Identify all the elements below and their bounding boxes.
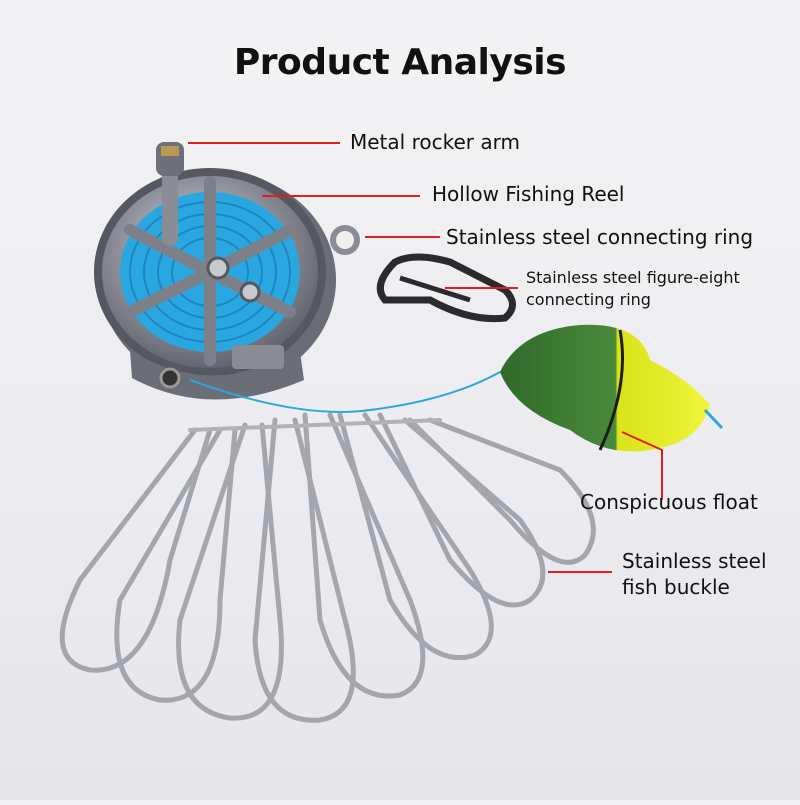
label-metal-rocker-arm: Metal rocker arm [350,130,520,154]
float [500,324,724,452]
label-fish-buckle-line2: fish buckle [622,575,730,599]
fishing-line [189,371,501,413]
connecting-rings [330,225,516,323]
hollow-reel [94,168,336,400]
label-hollow-fishing-reel: Hollow Fishing Reel [432,182,625,206]
callout-lines [188,142,663,573]
label-fish-buckle-line1: Stainless steel [622,549,767,573]
label-connecting-ring: Stainless steel connecting ring [446,225,754,249]
fish-buckles [59,412,596,723]
label-figure-eight-line1: Stainless steel figure-eight [526,268,740,287]
rocker-arm [156,142,184,245]
label-figure-eight-line2: connecting ring [526,290,651,309]
page-title: Product Analysis [233,42,567,83]
label-conspicuous-float: Conspicuous float [580,490,758,514]
